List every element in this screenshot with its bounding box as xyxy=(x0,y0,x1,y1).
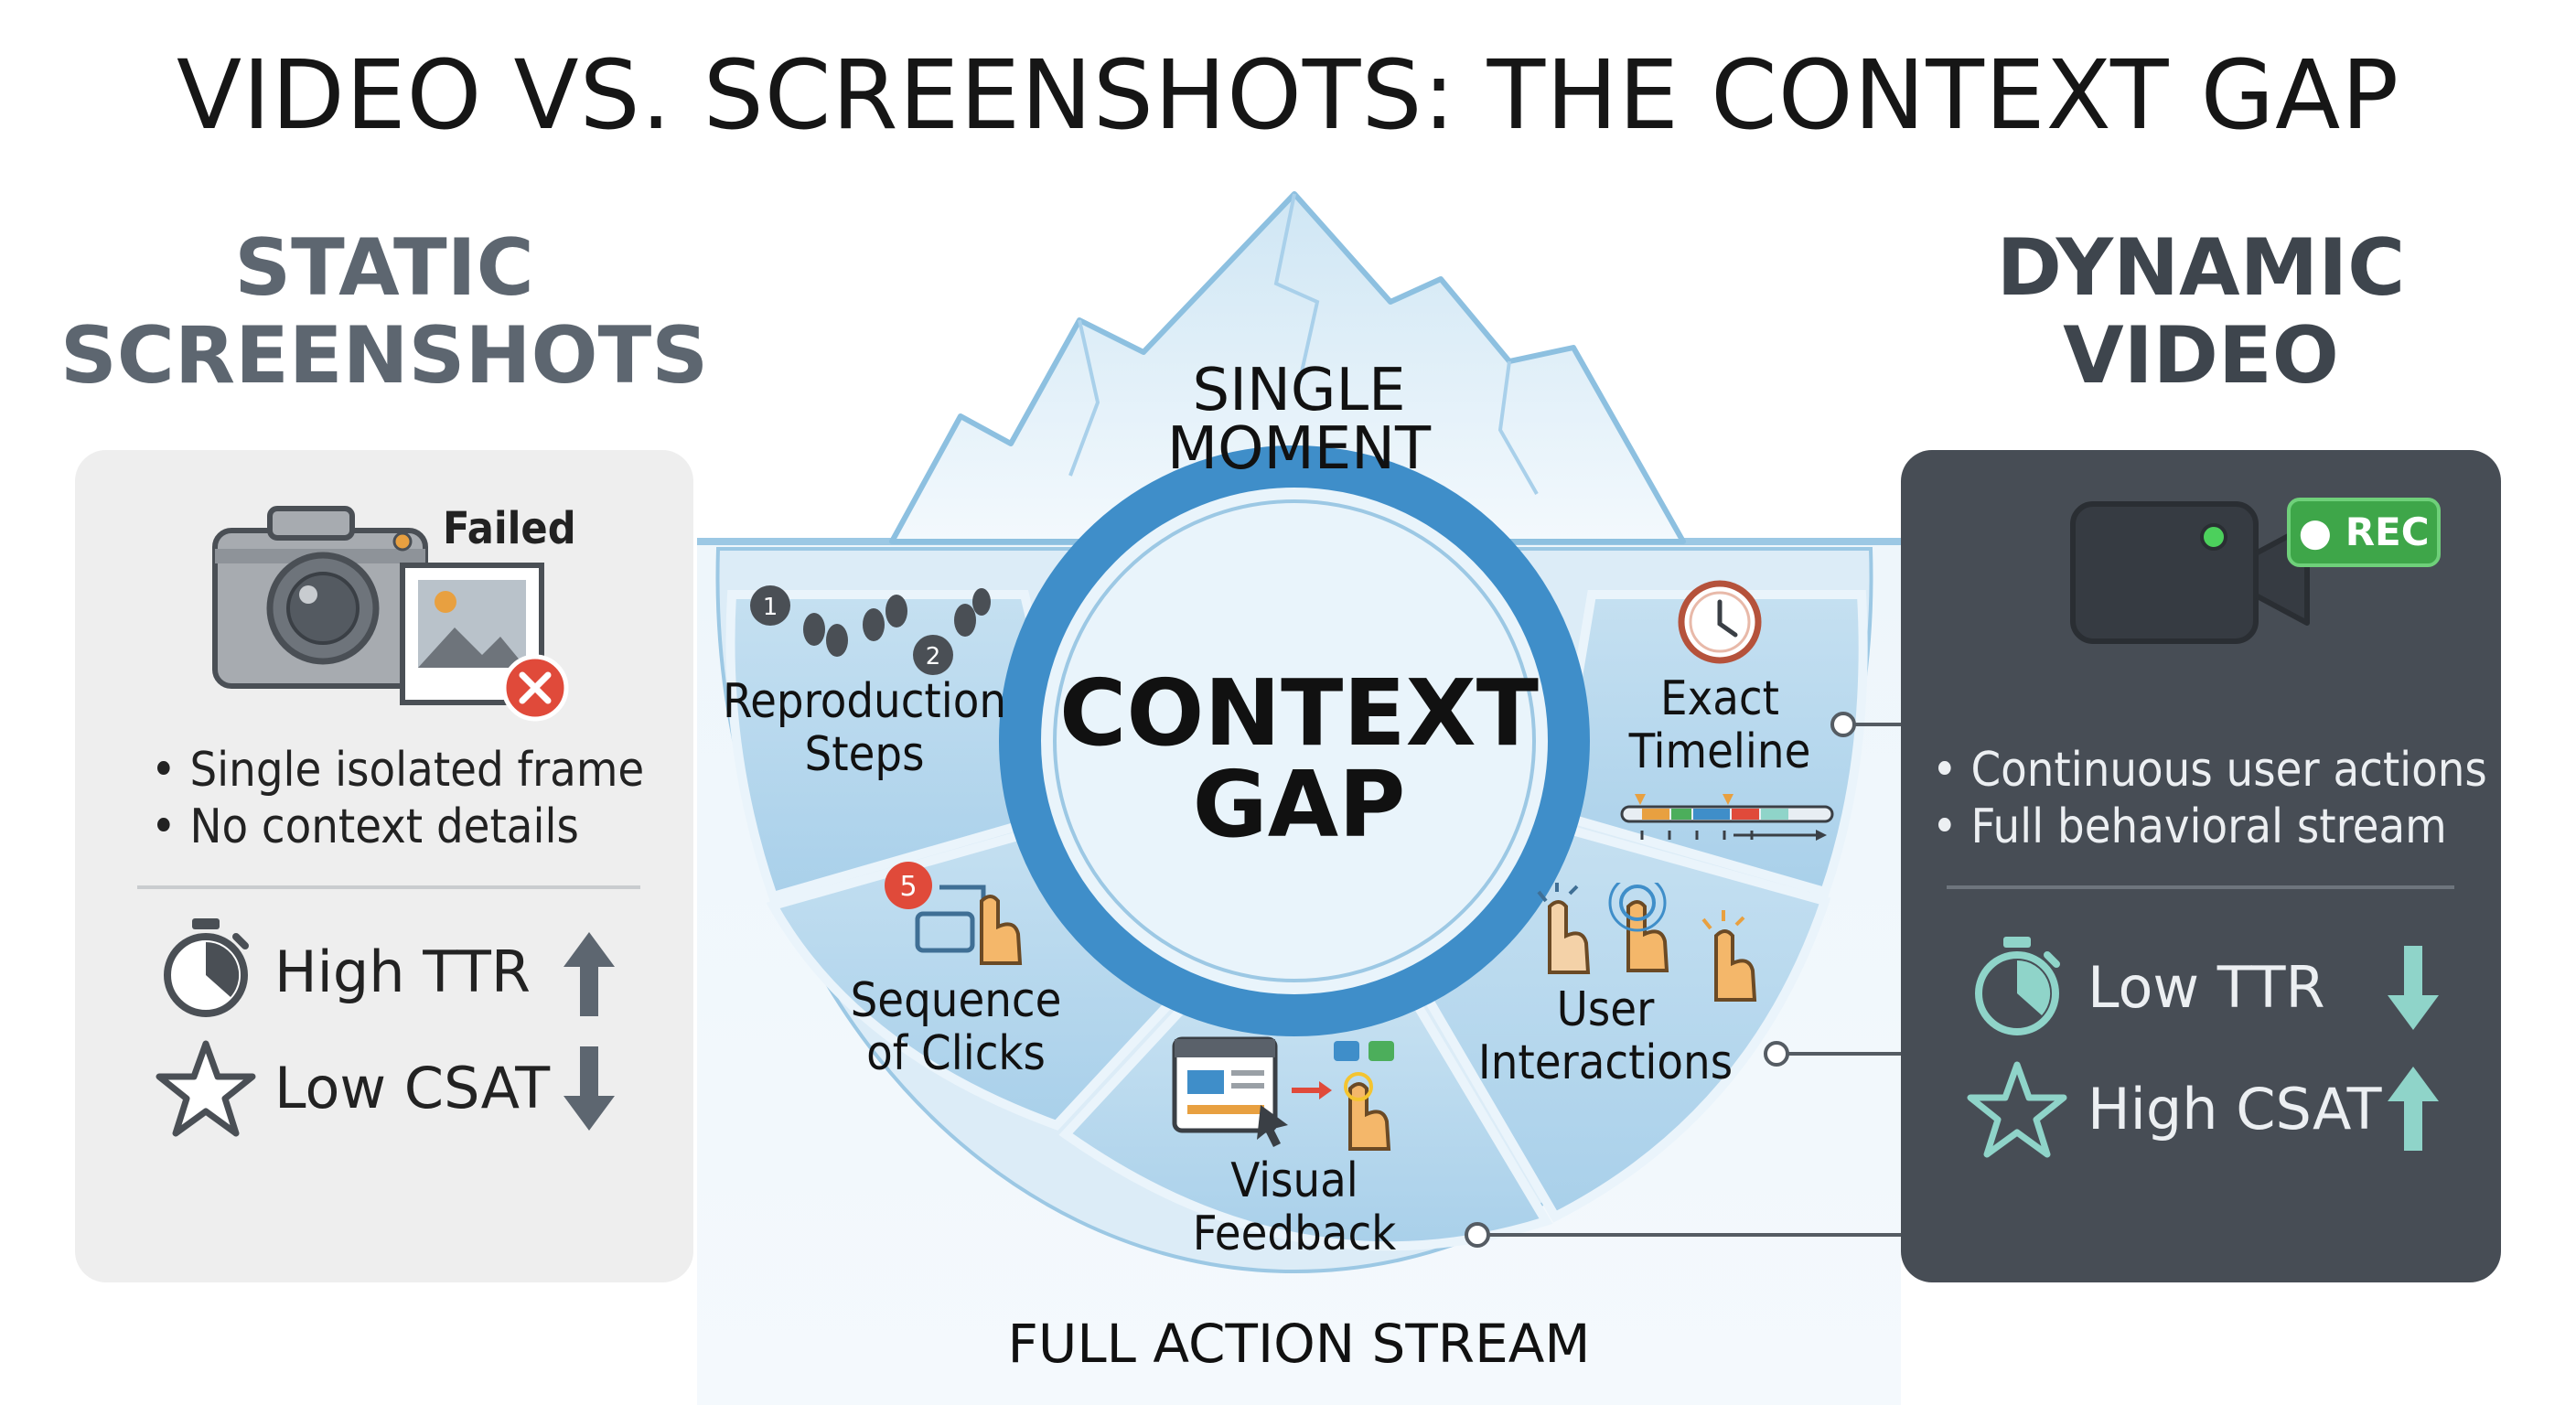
dynamic-bullet-2: • Full behavioral stream xyxy=(1932,799,2447,854)
reproduction-steps-line1: Reproduction xyxy=(722,674,1007,729)
arrow-up-icon xyxy=(2388,1067,2439,1151)
visual-feedback-line1: Visual xyxy=(1230,1153,1358,1208)
reproduction-steps-line2: Steps xyxy=(804,727,925,782)
star-icon xyxy=(156,1040,256,1137)
arrow-down-icon xyxy=(564,1046,615,1131)
exact-timeline-label: Exact Timeline xyxy=(1587,672,1852,778)
static-heading-line2: SCREENSHOTS xyxy=(59,310,709,402)
iceberg-peak xyxy=(889,191,1686,544)
center-label-line2: GAP xyxy=(1192,751,1406,858)
visual-feedback-label: Visual Feedback xyxy=(1148,1154,1441,1260)
clock-timeline-icon xyxy=(1620,580,1834,841)
sequence-of-clicks-line2: of Clicks xyxy=(866,1026,1046,1081)
dynamic-heading-line2: VIDEO xyxy=(2063,310,2339,402)
static-metric-ttr: High TTR xyxy=(274,938,531,1005)
static-screenshots-heading: STATIC SCREENSHOTS xyxy=(27,224,741,400)
step-number-2: 2 xyxy=(926,643,941,670)
visual-feedback-line2: Feedback xyxy=(1192,1207,1397,1261)
static-bullet-1: • Single isolated frame xyxy=(151,743,645,798)
exact-timeline-line2: Timeline xyxy=(1628,724,1811,779)
dynamic-bullet-1: • Continuous user actions xyxy=(1932,743,2487,798)
failed-badge: Failed xyxy=(443,503,576,554)
tapping-hands-icon xyxy=(1537,883,1757,1002)
sequence-of-clicks-line1: Sequence xyxy=(850,973,1062,1028)
full-action-stream-label: FULL ACTION STREAM xyxy=(1007,1313,1591,1375)
dynamic-divider xyxy=(1947,885,2454,889)
screen-feedback-icon xyxy=(1172,1036,1394,1151)
segment-reproduction xyxy=(725,590,1080,903)
stopwatch-icon xyxy=(1975,937,2060,1035)
step-number-1: 1 xyxy=(763,594,778,621)
footsteps-icon: 1 2 xyxy=(750,585,991,675)
static-heading-line1: STATIC xyxy=(234,222,534,314)
static-metric-csat: Low CSAT xyxy=(274,1055,551,1121)
peak-label-line1: SINGLE xyxy=(1192,357,1406,424)
camera-with-failed-image-icon xyxy=(212,506,569,722)
sequence-number: 5 xyxy=(899,871,917,903)
user-interactions-line2: Interactions xyxy=(1477,1035,1733,1090)
dynamic-metric-ttr: Low TTR xyxy=(2088,954,2325,1021)
arrow-up-icon xyxy=(564,932,615,1016)
peak-label: SINGLE MOMENT xyxy=(1107,361,1491,478)
context-gap-ring xyxy=(999,445,1590,1036)
user-interactions-label: User Interactions xyxy=(1464,983,1747,1089)
context-gap-label: CONTEXT GAP xyxy=(1034,668,1564,851)
dynamic-video-heading: DYNAMIC VIDEO xyxy=(1844,224,2558,400)
page-title: VIDEO VS. SCREENSHOTS: THE CONTEXT GAP xyxy=(176,39,2400,151)
rec-badge: ● REC xyxy=(2287,498,2441,567)
dynamic-heading-line1: DYNAMIC xyxy=(1996,222,2406,314)
click-sequence-icon: 5 xyxy=(885,862,1023,965)
arrow-down-icon xyxy=(2388,946,2439,1030)
static-bullet-2: • No context details xyxy=(151,799,579,854)
dynamic-metric-csat: High CSAT xyxy=(2088,1076,2382,1142)
sequence-of-clicks-label: Sequence of Clicks xyxy=(819,974,1093,1080)
user-interactions-line1: User xyxy=(1556,982,1655,1037)
center-label-line1: CONTEXT xyxy=(1059,660,1539,767)
star-icon xyxy=(1967,1061,2067,1158)
stopwatch-icon xyxy=(164,918,249,1017)
video-camera-icon xyxy=(2070,501,2310,644)
reproduction-steps-label: Reproduction Steps xyxy=(714,675,1015,781)
static-divider xyxy=(137,885,640,889)
peak-label-line2: MOMENT xyxy=(1166,415,1432,483)
exact-timeline-line1: Exact xyxy=(1660,671,1779,726)
